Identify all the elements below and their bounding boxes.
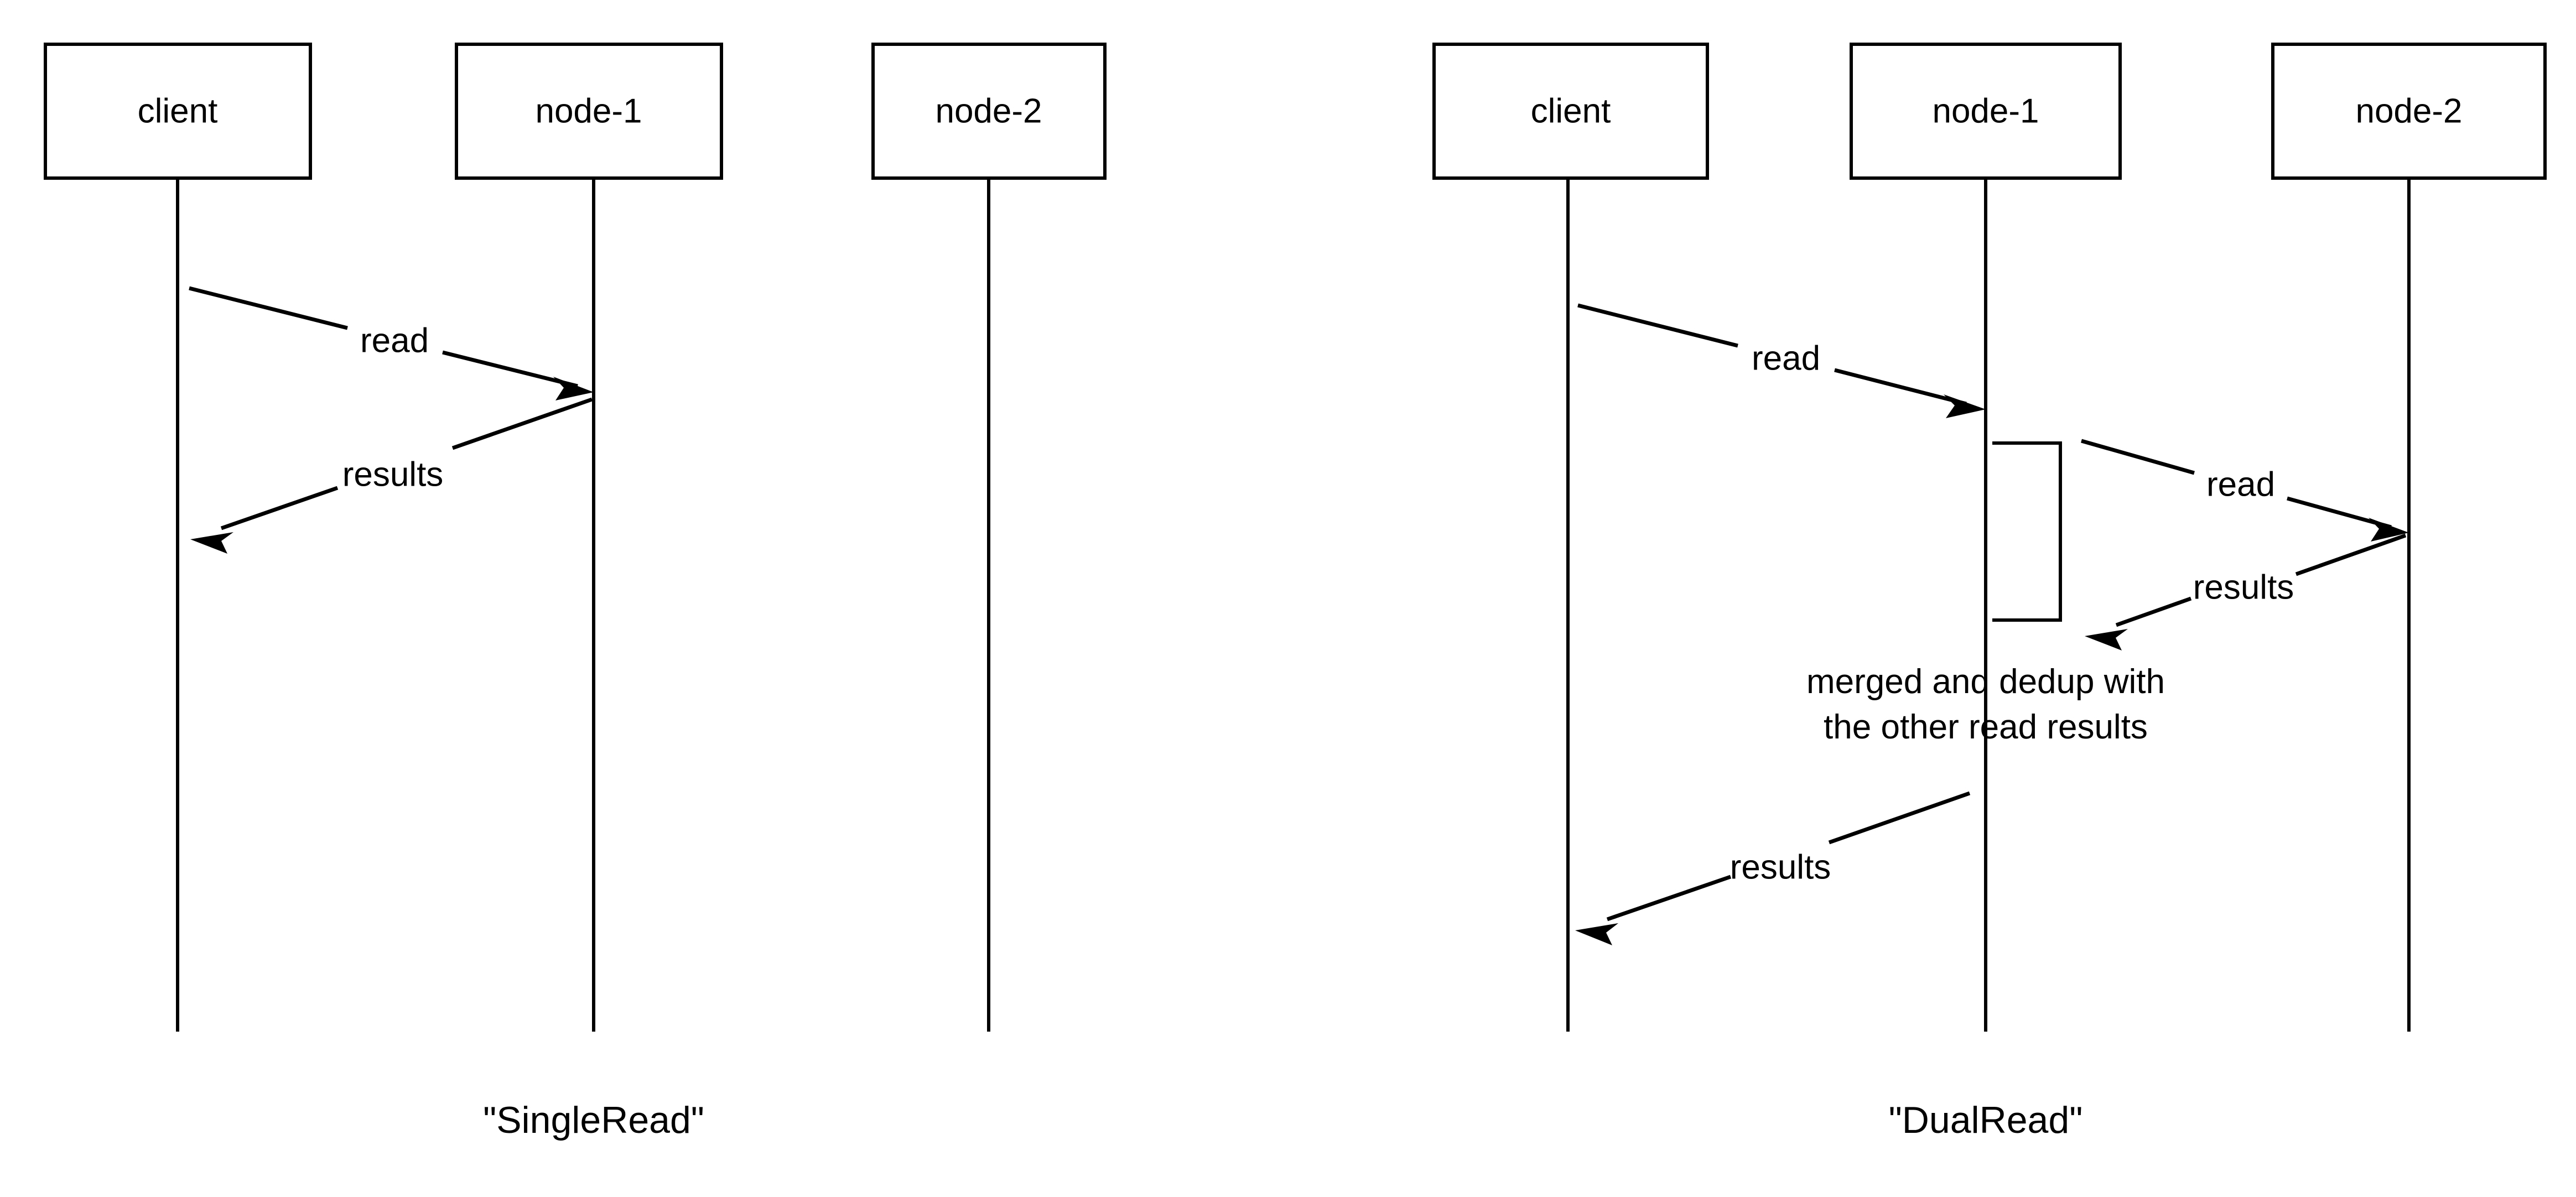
- diagram-caption-single-read: "SingleRead": [483, 1099, 704, 1141]
- message-line-segment-right: [451, 397, 593, 450]
- message-client-to-node-1-read[interactable]: read: [1577, 303, 1986, 418]
- diagram-dual-read: client node-1 node-2 re: [1432, 43, 2547, 1141]
- message-label-results: results: [342, 455, 444, 493]
- note-line-1: merged and dedup with: [1806, 663, 2165, 701]
- participant-label-node-1: node-1: [535, 92, 642, 130]
- diagram-single-read: client node-1 node-2 read: [44, 43, 1107, 1141]
- participant-node-2[interactable]: node-2: [2271, 43, 2547, 1032]
- message-label-read: read: [2206, 465, 2275, 503]
- participant-label-client: client: [1531, 92, 1611, 130]
- message-line-segment-right: [1828, 791, 1971, 845]
- arrow-head-right: [1944, 394, 1986, 418]
- message-client-to-node-1-read[interactable]: read: [189, 286, 594, 400]
- participant-label-node-2: node-2: [2355, 92, 2462, 130]
- activation-bracket-node-1: [1992, 441, 2062, 622]
- participant-node-2[interactable]: node-2: [871, 43, 1107, 1032]
- participant-label-node-1: node-1: [1932, 92, 2039, 130]
- participant-client[interactable]: client: [44, 43, 312, 1032]
- participant-client[interactable]: client: [1432, 43, 1709, 1032]
- message-label-results: results: [1730, 848, 1831, 886]
- arrow-head-left: [190, 532, 233, 554]
- message-node-1-to-client-results[interactable]: results: [1575, 791, 1971, 945]
- message-node-1-to-node-2-read[interactable]: read: [2081, 439, 2409, 542]
- participant-box-client[interactable]: [1432, 43, 1709, 180]
- message-line-segment-left: [1577, 303, 1738, 348]
- message-node-1-to-client-results[interactable]: results: [190, 397, 593, 554]
- message-label-read: read: [1752, 339, 1820, 377]
- participant-box-node-1[interactable]: [455, 43, 723, 180]
- note-line-2: the other read results: [1824, 708, 2148, 746]
- message-line-segment-left: [2081, 439, 2195, 475]
- participant-label-node-2: node-2: [935, 92, 1042, 130]
- message-label-read: read: [360, 321, 429, 360]
- participant-node-1[interactable]: node-1: [455, 43, 723, 1032]
- message-label-results: results: [2193, 568, 2294, 606]
- message-line-segment-right: [442, 350, 578, 388]
- participant-box-node-2[interactable]: [2271, 43, 2547, 180]
- message-line-segment-right: [1834, 368, 1967, 406]
- arrow-head-right: [2369, 518, 2409, 542]
- note-merged-and-dedup: merged and dedup with the other read res…: [1806, 663, 2165, 746]
- arrow-head-right: [553, 377, 594, 400]
- message-line-segment-left: [189, 286, 348, 330]
- participant-box-node-2[interactable]: [871, 43, 1107, 180]
- message-node-2-to-node-1-results[interactable]: results: [2085, 533, 2407, 650]
- diagram-caption-dual-read: "DualRead": [1889, 1099, 2083, 1141]
- participant-node-1[interactable]: node-1: [1850, 43, 2122, 1032]
- participant-box-client[interactable]: [44, 43, 312, 180]
- participant-label-client: client: [138, 92, 218, 130]
- message-line-segment-left: [220, 486, 339, 530]
- message-line-segment-left: [2115, 596, 2192, 627]
- arrow-head-left: [1575, 923, 1618, 945]
- participant-box-node-1[interactable]: [1850, 43, 2122, 180]
- message-line-segment-left: [1606, 875, 1732, 922]
- arrow-head-left: [2085, 629, 2128, 650]
- message-line-segment-right: [2295, 533, 2407, 576]
